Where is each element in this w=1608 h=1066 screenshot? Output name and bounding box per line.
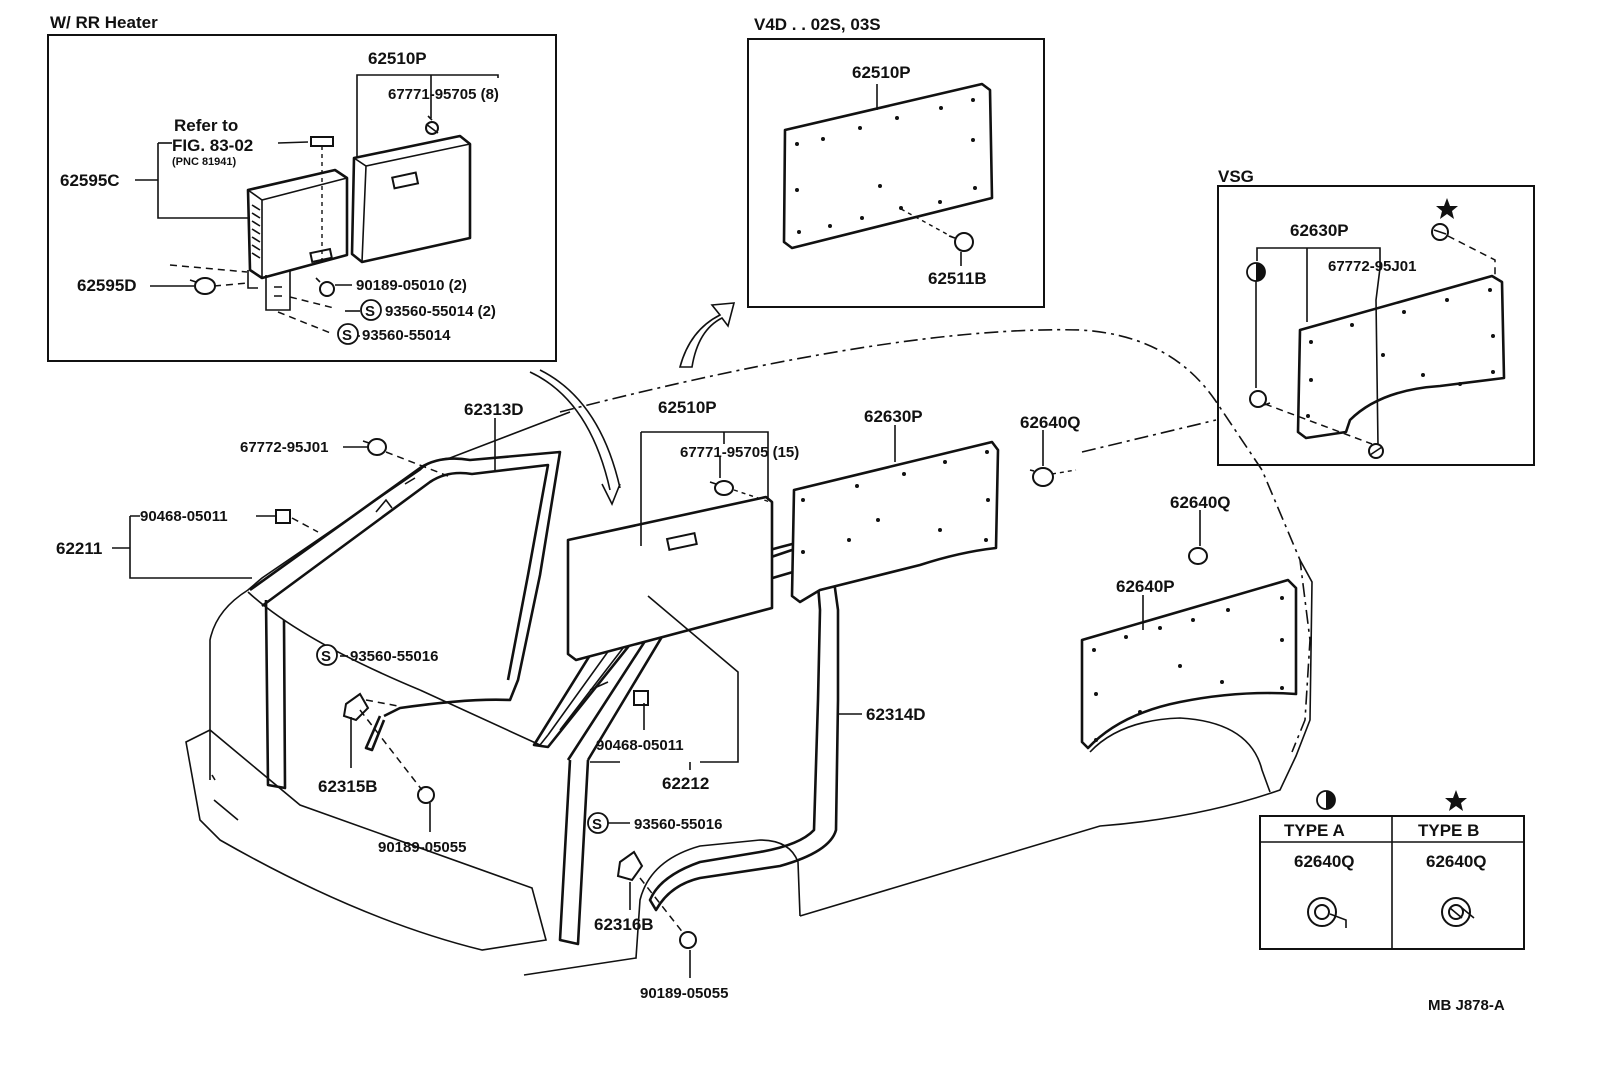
label-93560-55014-2: 93560-55014 (2) <box>385 303 496 320</box>
label-62511b: 62511B <box>928 269 987 288</box>
clip-67771-icon <box>425 115 439 135</box>
svg-text:S: S <box>321 648 331 665</box>
label-62313d: 62313D <box>464 400 524 419</box>
bolt-90189-05055-b-icon <box>679 931 697 949</box>
panel-62510p-main <box>566 495 774 662</box>
inset-v4d-title: V4D . . 02S, 03S <box>754 15 881 34</box>
type-a-part: 62640Q <box>1294 852 1355 871</box>
label-62640p: 62640P <box>1116 577 1175 596</box>
grommet-62640q-b-icon <box>1188 547 1208 565</box>
panel-62510p-v4d <box>782 82 994 250</box>
label-90189-05055-a: 90189-05055 <box>378 839 466 856</box>
inset-rr-heater-frame <box>47 34 557 362</box>
panel-62630p-main <box>790 440 1000 604</box>
type-b-part: 62640Q <box>1426 852 1487 871</box>
label-67772-95j01: 67772-95J01 <box>240 439 328 456</box>
svg-text:S: S <box>592 816 602 833</box>
cover-62315b-icon <box>342 692 370 722</box>
label-62510p-b: 62510P <box>852 63 911 82</box>
inset-v4d-frame <box>747 38 1045 308</box>
heater-panel-62510p <box>350 134 472 264</box>
label-62314d: 62314D <box>866 705 926 724</box>
clip-67772-vsg-icon <box>1368 443 1384 459</box>
arrow-from-heater <box>529 371 621 506</box>
label-62595c: 62595C <box>60 171 120 190</box>
type-a-header: TYPE A <box>1284 821 1345 840</box>
bolt-90189-05010-icon <box>315 277 335 297</box>
label-62630p: 62630P <box>864 407 923 426</box>
svg-text:S: S <box>342 327 352 344</box>
label-62640q-a: 62640Q <box>1020 413 1081 432</box>
inset-vsg-title: VSG <box>1218 167 1254 186</box>
label-pnc-81941: (PNC 81941) <box>172 156 237 168</box>
windshield-molding-62313d <box>249 450 562 790</box>
type-b-grommet-icon <box>1441 897 1475 927</box>
label-90468-05011-b: 90468-05011 <box>596 737 684 754</box>
label-90189-05055-b: 90189-05055 <box>640 985 728 1002</box>
clip-symbol-s-3: S <box>316 644 338 666</box>
inset-rr-heater: W/ RR Heater <box>47 13 557 362</box>
panel-62630p-vsg <box>1296 274 1506 440</box>
inset-vsg-frame <box>1217 185 1535 466</box>
grommet-62511b-icon <box>948 232 974 252</box>
label-62211: 62211 <box>56 539 102 558</box>
label-62640q-b: 62640Q <box>1170 493 1231 512</box>
label-93560-55014: 93560-55014 <box>362 327 451 344</box>
label-fig-83-02: FIG. 83-02 <box>172 136 253 155</box>
type-a-grommet-icon <box>1307 897 1347 928</box>
clip-symbol-s-1: S <box>360 299 382 321</box>
label-refer-to: Refer to <box>174 116 238 135</box>
grommet-type-b-icon <box>1431 223 1449 241</box>
label-67771-95705-8: 67771-95705 (8) <box>388 86 499 103</box>
panel-62640p-main <box>1080 578 1298 750</box>
clip-symbol-s-4: S <box>587 812 609 834</box>
inset-vsg: VSG <box>1217 167 1535 466</box>
label-93560-55016-b: 93560-55016 <box>634 816 722 833</box>
refer-part-icon <box>310 136 334 147</box>
diagram-code: MB J878-A <box>1428 997 1505 1014</box>
label-90189-05010-2: 90189-05010 (2) <box>356 277 467 294</box>
svg-text:S: S <box>365 303 375 320</box>
grommet-type-table: TYPE A TYPE B 62640Q 62640Q <box>1259 790 1525 950</box>
clip-90468-b-icon <box>633 690 649 706</box>
clip-67771-main-icon <box>709 480 734 496</box>
label-62316b: 62316B <box>594 915 654 934</box>
clip-symbol-s-2: S <box>337 323 359 345</box>
grommet-62640q-a-icon <box>1029 467 1054 487</box>
label-67772-95j01-vsg: 67772-95J01 <box>1328 258 1416 275</box>
label-62510p-c: 62510P <box>658 398 717 417</box>
label-62212: 62212 <box>662 774 709 793</box>
half-circle-symbol-table <box>1316 790 1336 810</box>
arrow-to-v4d <box>678 302 736 368</box>
star-symbol-vsg <box>1436 198 1458 219</box>
inset-v4d: V4D . . 02S, 03S 62510P 62511B <box>747 15 1045 308</box>
cover-62316b-icon <box>616 850 644 882</box>
half-circle-symbol <box>1246 262 1266 282</box>
label-93560-55016-a: 93560-55016 <box>350 648 438 665</box>
clip-90468-a-icon <box>275 509 291 524</box>
label-67771-95705-15: 67771-95705 (15) <box>680 444 799 461</box>
star-symbol-table <box>1445 790 1467 811</box>
label-62595d: 62595D <box>77 276 137 295</box>
inset-rr-heater-title: W/ RR Heater <box>50 13 158 32</box>
bolt-90189-05055-a-icon <box>417 786 435 804</box>
label-62510p-a: 62510P <box>368 49 427 68</box>
label-62315b: 62315B <box>318 777 378 796</box>
label-90468-05011-a: 90468-05011 <box>140 508 228 525</box>
type-b-header: TYPE B <box>1418 821 1479 840</box>
label-62630p-vsg: 62630P <box>1290 221 1349 240</box>
